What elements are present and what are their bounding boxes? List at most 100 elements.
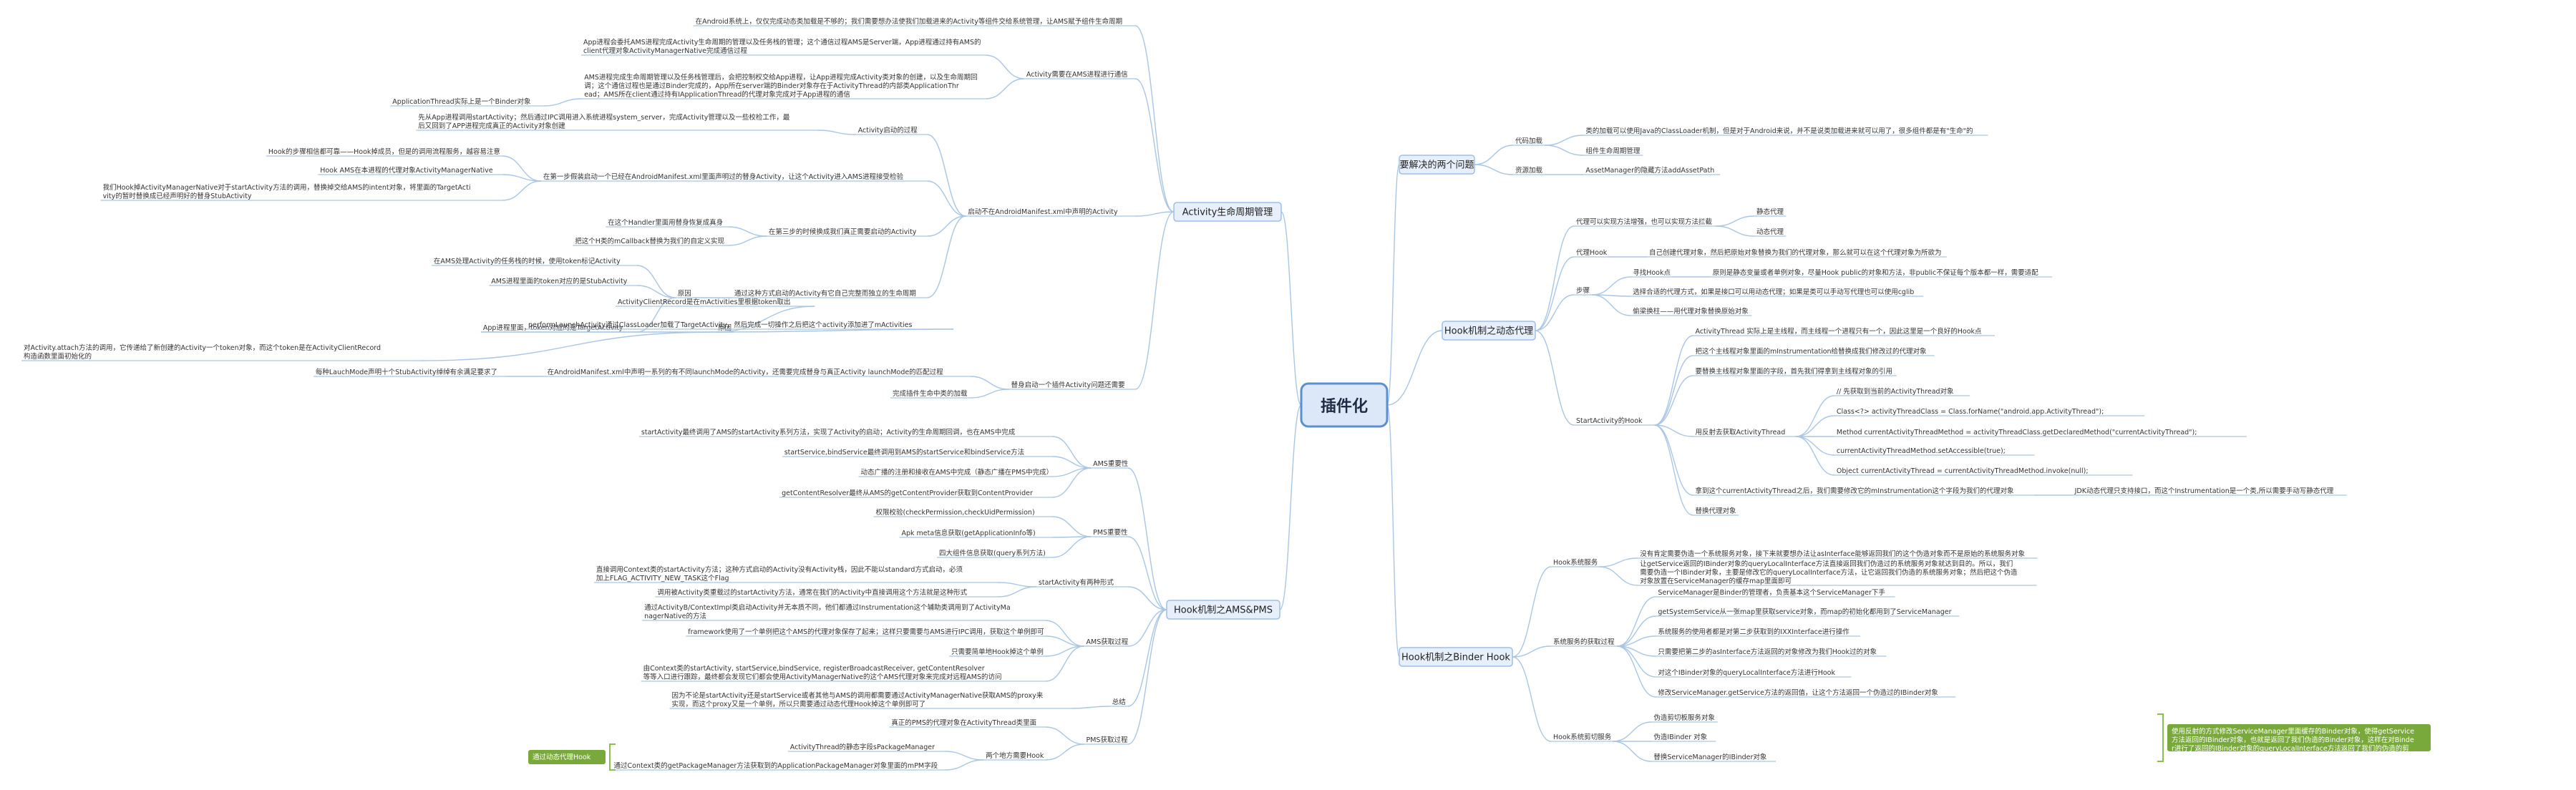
topic-node[interactable]: 伪造IBinder 对象 (1651, 733, 1716, 742)
topic-node[interactable]: // 先获取到当前的ActivityThread对象 (1834, 387, 1970, 396)
topic-node[interactable]: 因为不论是startActivity还是startService或者其他与AMS… (669, 691, 1071, 709)
topic-node[interactable]: 动态代理 (1754, 228, 1787, 237)
branch-topic-3[interactable]: 要解决的两个问题 (1399, 155, 1475, 175)
topic-node[interactable]: Hook的步骤相信都可靠——Hook掉成员，但是的调用流程服务，越容易注意 (266, 147, 502, 157)
topic-node[interactable]: 让getService返回的IBinder对象的queryLocalInterf… (1638, 560, 2037, 586)
topic-node[interactable]: 在第一步假装启动一个已经在AndroidManifest.xml里面声明过的替身… (540, 172, 928, 182)
topic-node[interactable]: 用反射去获取ActivityThread (1693, 428, 1796, 437)
topic-node[interactable]: getSystemService从一张map里获取service对象，而map的… (1656, 608, 1960, 617)
topic-node[interactable]: 偷梁换柱——用代理对象替换原始对象 (1630, 307, 1752, 316)
topic-node[interactable]: 对Activity.attach方法的调用，它传递给了新创建的Activity一… (21, 343, 421, 361)
branch-topic-2[interactable]: Hook机制之AMS&PMS (1166, 600, 1280, 620)
topic-node[interactable]: 完成插件生命中类的加载 (890, 389, 971, 399)
topic-node[interactable]: AMS重要性 (1091, 459, 1129, 469)
topic-node[interactable]: 修改ServiceManager.getService方法的返回值，让这个方法返… (1656, 688, 1956, 698)
topic-node[interactable]: 把这个H类的mCallback替换为我们的自定义实现 (573, 237, 728, 246)
topic-node[interactable]: 我们Hook掉ActivityManagerNative对于startActiv… (100, 183, 502, 201)
topic-node[interactable]: 寻找Hook点 (1630, 268, 1672, 278)
topic-node[interactable]: 先从App进程调用startActivity；然后通过IPC调用进入系统进程sy… (416, 113, 817, 131)
topic-node[interactable]: Activity启动的过程 (855, 126, 928, 135)
topic-node[interactable]: 只需要把第二步的asInterface方法返回的对象修改为我们Hook过的对象 (1656, 648, 1887, 657)
topic-node[interactable]: ActivityThread的静态字段sPackageManager (787, 743, 946, 752)
topic-node[interactable]: 真正的PMS的代理对象在ActivityThread类里面 (889, 718, 1046, 728)
topic-node[interactable]: 类的加载可以使用Java的ClassLoader机制，但是对于Android来说… (1583, 127, 1988, 136)
topic-node[interactable]: PMS获取过程 (1084, 736, 1129, 745)
topic-node[interactable]: 通过Context类的getPackageManager方法获取到的Applic… (611, 761, 946, 771)
topic-node[interactable]: 替身启动一个插件Activity问题还需要 (1008, 381, 1135, 390)
topic-node[interactable]: 代理可以实现方法增强，也可以实现方法拦截 (1574, 218, 1716, 227)
topic-node[interactable]: Class<?> activityThreadClass = Class.for… (1834, 408, 2145, 416)
topic-node[interactable]: 系统服务的使用者都是对第二步获取到的IXXInterface进行操作 (1656, 628, 1860, 637)
topic-node[interactable]: 对这个IBinder对象的queryLocalInterface方法进行Hook (1656, 668, 1852, 678)
topic-node[interactable]: 总结 (1109, 698, 1128, 707)
topic-node[interactable]: 原因 (716, 324, 734, 333)
topic-node[interactable]: 替换ServiceManager的IBinder对象 (1651, 753, 1777, 762)
topic-node[interactable]: 启动不在AndroidManifest.xml中声明的Activity (966, 208, 1135, 217)
topic-node[interactable]: 权限校验(checkPermission,checkUidPermission) (873, 508, 1053, 517)
topic-node[interactable]: 在这个Handler里面用替身恢复成真身 (606, 218, 728, 228)
topic-node[interactable]: 只需要简单地Hook掉这个单例 (949, 648, 1046, 657)
topic-node[interactable]: currentActivityThreadMethod.setAccessibl… (1834, 447, 2035, 456)
topic-node[interactable]: 通过ActivityB/ContextImpl类启动Activity并无本质不同… (642, 603, 1046, 621)
topic-node[interactable]: startActivity有两种形式 (1036, 578, 1128, 587)
branch-topic-1[interactable]: Activity生命周期管理 (1173, 202, 1282, 222)
topic-node[interactable]: 系统服务的获取过程 (1551, 638, 1618, 647)
topic-node[interactable]: 四大组件信息获取(query系列方法) (937, 549, 1053, 558)
topic-node[interactable]: 原则是静态变量或者单例对象，尽量Hook public的对象和方法，非publi… (1710, 268, 2053, 278)
topic-node[interactable]: StartActivity的Hook (1574, 416, 1655, 426)
topic-node[interactable]: AMS获取过程 (1084, 638, 1129, 647)
topic-node[interactable]: Activity需要在AMS进程进行通信 (1024, 70, 1135, 79)
topic-node[interactable]: 通过这种方式启动的Activity有它自己完整而独立的生命周期 (732, 289, 928, 298)
topic-node[interactable]: PMS重要性 (1091, 528, 1128, 537)
branch-topic-4[interactable]: Hook机制之动态代理 (1442, 321, 1536, 341)
topic-node[interactable]: ApplicationThread实际上是一个Binder对象 (390, 97, 544, 107)
topic-node[interactable]: startActivity最终调用了AMS的startActivity系列方法，… (638, 428, 1053, 437)
topic-node[interactable]: Hook AMS在本进程的代理对象ActivityManagerNative (318, 166, 502, 175)
topic-node[interactable]: 由Context类的startActivity, startService,bi… (641, 664, 1046, 682)
topic-node[interactable]: ActivityClientRecord是在mActivities里根据toke… (616, 298, 815, 307)
topic-node[interactable]: 要替换主线程对象里面的字段，首先我们得拿到主线程对象的引用 (1693, 367, 1897, 376)
topic-node[interactable]: ServiceManager是Binder的管理者，负责基本这个ServiceM… (1656, 588, 1895, 598)
topic-node[interactable]: 把这个主线程对象里面的mInstrumentation给替换成我们修改过的代理对… (1693, 347, 1935, 356)
topic-node[interactable]: startService,bindService最终调用到AMS的startSe… (782, 448, 1053, 457)
topic-node[interactable]: 两个地方需要Hook (983, 751, 1046, 761)
topic-node[interactable]: 自己创建代理对象，然后把原始对象替换为我们的代理对象，那么就可以在这个代理对象为… (1647, 248, 1947, 258)
topic-node[interactable]: AMS进程里面的token对应的是StubActivity (489, 277, 637, 286)
topic-node[interactable]: getContentResolver最终从AMS的getContentProvi… (779, 489, 1053, 498)
topic-node[interactable]: 在AMS处理Activity的任务栈的时候，使用token标记Activity (431, 257, 637, 266)
topic-node[interactable]: 替换代理对象 (1693, 507, 1739, 516)
topic-node[interactable]: 伪造剪切板服务对象 (1651, 713, 1718, 723)
topic-node[interactable]: Object currentActivityThread = currentAc… (1834, 467, 2133, 476)
topic-node[interactable]: 在AndroidManifest.xml中声明一系列的有不同launchMode… (545, 368, 971, 377)
topic-node[interactable]: App进程里面，token对应的是TargetActivity (480, 323, 637, 333)
topic-node[interactable]: 直接调用Context类的startActivity方法；这种方式启动的Acti… (593, 565, 998, 583)
topic-node[interactable]: 代理Hook (1574, 249, 1608, 258)
topic-node[interactable]: App进程会委托AMS进程完成Activity生命周期的管理以及任务栈的管理；这… (581, 38, 986, 56)
topic-node[interactable]: AMS进程完成生命周期管理以及任务栈管理后，会把控制权交给App进程，让App进… (582, 73, 986, 99)
topic-node[interactable]: framework使用了一个单例把这个AMS的代理对象保存了起来；这样只要需要与… (686, 628, 1046, 637)
topic-node[interactable]: 每种LauchMode声明十个StubActivity绰绰有余满足要求了 (313, 368, 507, 377)
topic-node[interactable]: 在第三步的时候换成我们真正需要启动的Activity (766, 228, 928, 237)
branch-topic-5[interactable]: Hook机制之Binder Hook (1399, 647, 1513, 667)
topic-node[interactable]: JDK动态代理只支持接口，而这个Instrumentation是一个类,所以需要… (2072, 487, 2347, 496)
topic-node[interactable]: ActivityThread 实际上是主线程，而主线程一个进程只有一个，因此这里… (1693, 327, 1996, 336)
topic-node[interactable]: 静态代理 (1754, 208, 1787, 217)
topic-node[interactable]: 在Android系统上，仅仅完成动态类加载是不够的；我们需要想办法使我们加载进来… (693, 17, 1135, 26)
topic-node[interactable]: Apk meta信息获取(getApplicationInfo等) (899, 529, 1053, 538)
topic-node[interactable]: 组件生命周期管理 (1583, 147, 1643, 156)
topic-node[interactable]: 拿到这个currentActivityThread之后，我们需要修改它的mIns… (1693, 487, 2034, 496)
topic-node[interactable]: 代码加载 (1513, 137, 1545, 146)
topic-node[interactable]: 动态广播的注册和接收在AMS中完成（静态广播在PMS中完成） (858, 468, 1054, 477)
topic-node[interactable]: AssetManager的隐藏方法addAssetPath (1583, 166, 1721, 175)
topic-node[interactable]: 选择合适的代理方式，如果是接口可以用动态代理；如果是类可以手动写代理也可以使用c… (1630, 288, 1924, 297)
root-node[interactable]: 插件化 (1300, 382, 1389, 428)
topic-node[interactable]: 步骤 (1574, 287, 1593, 296)
topic-node[interactable]: 调用被Activity类重载过的startActivity方法，通常在我们的Ac… (655, 588, 998, 598)
topic-node[interactable]: performLaunchActivity通过ClassLoader加载了Tar… (526, 321, 954, 330)
topic-node[interactable]: Method currentActivityThreadMethod = act… (1834, 429, 2247, 437)
topic-node[interactable]: Hook系统剪切服务 (1551, 733, 1613, 742)
topic-node[interactable]: 没有肯定需要伪造一个系统服务对象，接下来就要想办法让asInterface能够返… (1638, 550, 2038, 559)
topic-node[interactable]: 资源加载 (1513, 166, 1545, 175)
topic-node[interactable]: Hook系统服务 (1551, 558, 1600, 567)
topic-node[interactable]: 原因 (675, 290, 694, 298)
